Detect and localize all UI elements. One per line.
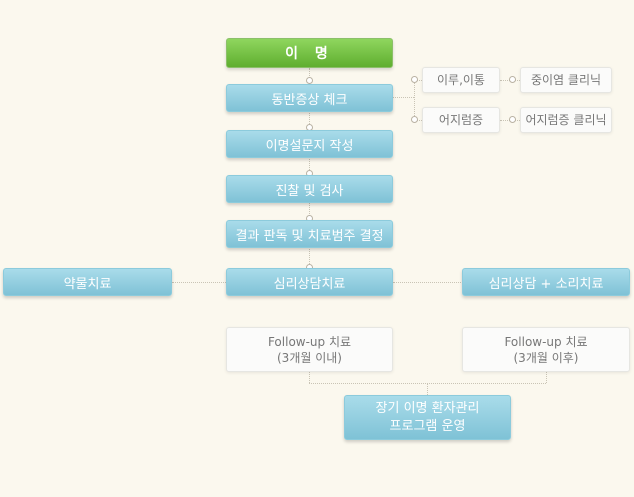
connector-dot	[509, 116, 516, 123]
side-connector-low	[414, 120, 422, 121]
treatment-label: 심리상담치료	[273, 276, 346, 292]
symptom-label: 어지럼증	[438, 113, 484, 127]
connector-dot	[509, 76, 516, 83]
treatment-medication: 약물치료	[3, 268, 172, 296]
connector-dot	[411, 116, 418, 123]
long-term-management-program: 장기 이명 환자관리 프로그램 운영	[344, 395, 511, 440]
treatment-connector-right	[393, 282, 463, 283]
final-line2: 프로그램 운영	[389, 418, 466, 434]
connector-dot	[411, 76, 418, 83]
followup-connector-left	[309, 372, 310, 383]
side-connector-vertical	[414, 80, 415, 120]
treatment-counseling-sound: 심리상담 + 소리치료	[462, 268, 630, 296]
step-label: 결과 판독 및 치료범주 결정	[235, 228, 384, 244]
side-connector-top	[393, 97, 414, 98]
followup-within-3-months: Follow-up 치료 (3개월 이내)	[226, 327, 393, 372]
step-label: 이명설문지 작성	[265, 138, 354, 154]
step-label: 진찰 및 검사	[275, 183, 344, 199]
symptom-dizziness: 어지럼증	[422, 107, 500, 133]
final-line1: 장기 이명 환자관리	[375, 400, 480, 416]
step-questionnaire: 이명설문지 작성	[226, 130, 393, 158]
side-connector-mid	[414, 80, 422, 81]
followup-line2: (3개월 이후)	[513, 350, 579, 365]
followup-line1: Follow-up 치료	[267, 334, 352, 349]
treatment-label: 심리상담 + 소리치료	[488, 276, 604, 292]
clinic-label: 어지럼증 클리닉	[525, 113, 607, 127]
connector-dot	[306, 77, 313, 84]
treatment-label: 약물치료	[63, 276, 112, 292]
step-examination: 진찰 및 검사	[226, 175, 393, 203]
followup-line2: (3개월 이내)	[277, 350, 342, 365]
symptom-label: 이루,이통	[437, 73, 485, 87]
final-connector	[427, 383, 428, 395]
top-node-label: 이 명	[285, 46, 334, 62]
treatment-connector-left	[172, 282, 226, 283]
symptom-ear-discharge: 이루,이통	[422, 67, 500, 93]
step-label: 동반증상 체크	[271, 92, 348, 108]
top-node-tinnitus: 이 명	[226, 38, 393, 68]
step-symptom-check: 동반증상 체크	[226, 84, 393, 112]
clinic-otitis-media: 중이염 클리닉	[520, 67, 612, 93]
clinic-dizziness: 어지럼증 클리닉	[520, 107, 612, 133]
main-connector	[309, 68, 310, 268]
clinic-label: 중이염 클리닉	[530, 73, 602, 87]
followup-connector-right	[546, 372, 547, 383]
followup-after-3-months: Follow-up 치료 (3개월 이후)	[462, 327, 630, 372]
followup-line1: Follow-up 치료	[504, 334, 588, 349]
treatment-counseling: 심리상담치료	[226, 268, 393, 296]
step-diagnosis: 결과 판독 및 치료범주 결정	[226, 220, 393, 248]
